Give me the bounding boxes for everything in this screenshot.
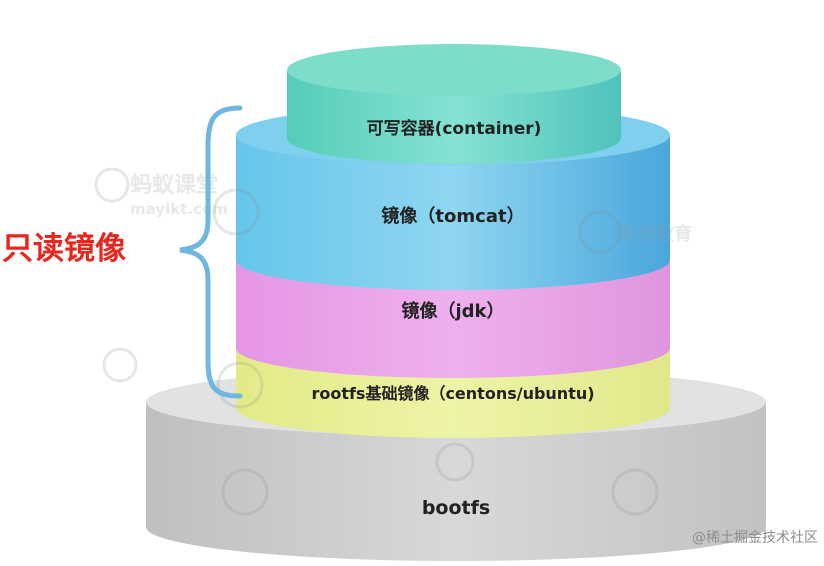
layer-label-bootfs: bootfs bbox=[422, 497, 490, 519]
watermark-brand-text: 蚂蚁课堂 bbox=[130, 173, 218, 198]
site-credit: @稀土掘金技术社区 bbox=[692, 530, 818, 546]
layer-label-rootfs: rootfs基础镜像（centons/ubuntu) bbox=[311, 384, 594, 403]
read-only-image-label: 只读镜像 bbox=[2, 231, 126, 267]
read-only-bracket bbox=[179, 105, 243, 399]
watermark-url-text: mayikt.com bbox=[130, 200, 228, 218]
layer-container: 可写容器(container) bbox=[287, 44, 621, 164]
watermark-logo-icon bbox=[94, 167, 659, 516]
watermarks: 蚂蚁课堂 mayikt.com 每特教育 bbox=[94, 167, 692, 516]
layer-label-tomcat: 镜像（tomcat） bbox=[381, 205, 524, 227]
watermark-edu-text: 每特教育 bbox=[620, 223, 692, 245]
layer-label-container: 可写容器(container) bbox=[367, 118, 542, 139]
layer-label-jdk: 镜像（jdk） bbox=[401, 300, 504, 322]
